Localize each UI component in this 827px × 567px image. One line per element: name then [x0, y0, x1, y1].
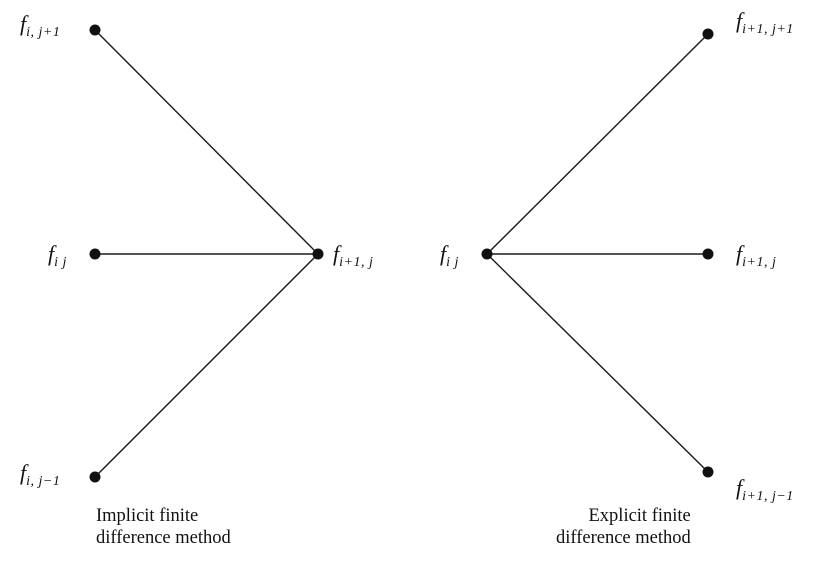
explicit-caption-line2: difference method	[556, 528, 691, 548]
implicit-node-top	[89, 24, 101, 36]
explicit-node-top	[702, 28, 714, 40]
implicit-edge-bottom	[94, 253, 319, 478]
explicit-node-left	[481, 248, 493, 260]
implicit-node-mid	[89, 248, 101, 260]
explicit-label-top: fi+1, j+1	[736, 10, 794, 37]
label-subscript: i+1, j−1	[742, 489, 794, 504]
implicit-node-bottom	[89, 471, 101, 483]
label-subscript: i+1, j	[742, 255, 777, 270]
label-symbol: f	[48, 241, 55, 266]
implicit-label-right: fi+1, j	[333, 243, 373, 270]
label-symbol: f	[736, 8, 743, 33]
explicit-caption: Explicit finite difference method	[556, 505, 691, 549]
explicit-caption-line1: Explicit finite	[588, 506, 691, 526]
label-subscript: i j	[54, 255, 67, 270]
explicit-edge-bottom	[486, 253, 709, 473]
implicit-label-bottom: fi, j−1	[20, 462, 60, 489]
label-subscript: i, j−1	[26, 474, 61, 489]
label-subscript: i+1, j	[339, 255, 374, 270]
label-symbol: f	[20, 11, 27, 36]
label-symbol: f	[20, 460, 27, 485]
explicit-label-left: fi j	[440, 243, 459, 270]
label-symbol: f	[333, 241, 340, 266]
implicit-caption: Implicit finite difference method	[96, 505, 231, 549]
label-symbol: f	[440, 241, 447, 266]
explicit-edge-top	[486, 33, 709, 255]
explicit-label-mid: fi+1, j	[736, 243, 776, 270]
label-subscript: i+1, j+1	[742, 22, 794, 37]
label-subscript: i j	[446, 255, 459, 270]
explicit-node-mid	[702, 248, 714, 260]
label-symbol: f	[736, 475, 743, 500]
implicit-label-mid: fi j	[48, 243, 67, 270]
label-subscript: i, j+1	[26, 25, 61, 40]
implicit-node-right	[312, 248, 324, 260]
implicit-edge-top	[94, 29, 319, 255]
explicit-node-bottom	[702, 466, 714, 478]
explicit-label-bottom: fi+1, j−1	[736, 477, 794, 504]
label-symbol: f	[736, 241, 743, 266]
implicit-label-top: fi, j+1	[20, 13, 60, 40]
implicit-caption-line2: difference method	[96, 528, 231, 548]
implicit-caption-line1: Implicit finite	[96, 506, 199, 526]
